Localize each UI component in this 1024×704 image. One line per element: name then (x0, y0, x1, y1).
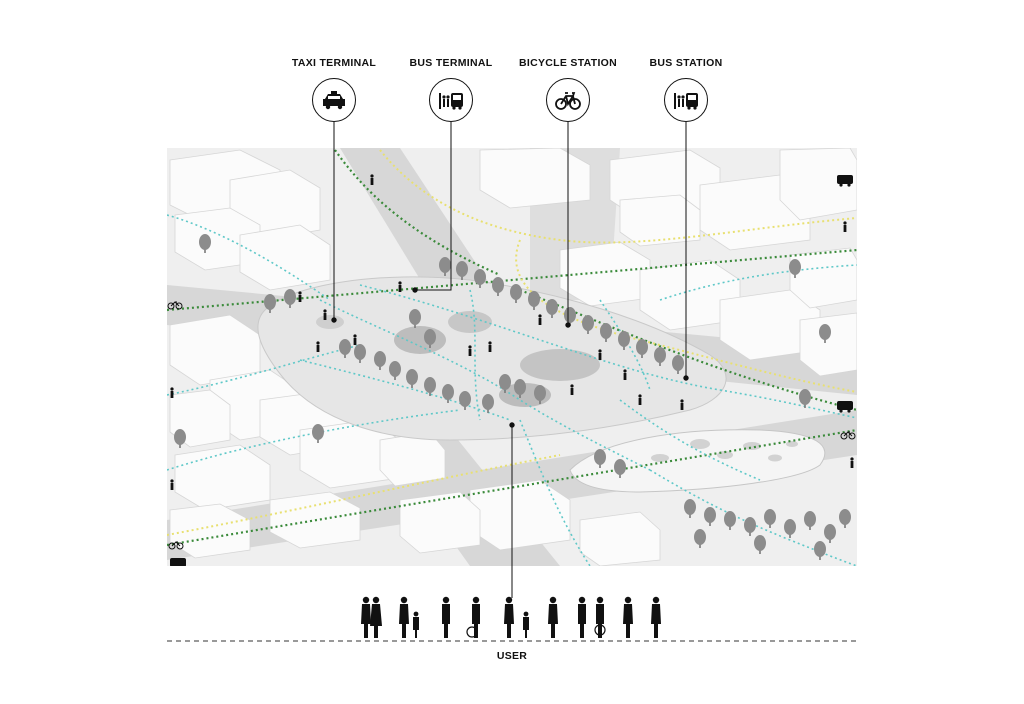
label-bus-terminal: BUS TERMINAL (409, 57, 493, 69)
edge-bicycle-icon-right (840, 431, 856, 440)
plaza-opening-3 (520, 349, 600, 381)
leader-bus-terminal (415, 122, 452, 291)
buildings-left (169, 149, 446, 559)
green-route (167, 149, 857, 547)
central-plaza (257, 276, 727, 441)
plaza-opening-5 (316, 315, 344, 329)
buildings-right (399, 148, 857, 566)
edge-bus-icon-right (837, 401, 853, 413)
edge-bus-icon-bottom-left (170, 558, 186, 566)
terminal-building (569, 429, 826, 493)
taxi-icon (312, 78, 356, 122)
edge-bus-icon-top-right (837, 175, 853, 187)
bicycle-icon (546, 78, 590, 122)
plaza-opening-2 (448, 311, 492, 333)
leader-lines (331, 122, 689, 598)
edge-bicycle-icon-left (167, 301, 183, 310)
bus-station-icon (664, 78, 708, 122)
plaza-opening-1 (394, 326, 446, 354)
label-user: USER (496, 650, 528, 662)
bus-terminal-icon (429, 78, 473, 122)
label-bicycle-station: BICYCLE STATION (518, 57, 618, 69)
terminal-skylights (651, 439, 798, 462)
label-bus-station: BUS STATION (649, 57, 723, 69)
edge-bicycle-icon-bottom (168, 541, 184, 550)
user-silhouettes (361, 596, 661, 638)
label-taxi-terminal: TAXI TERMINAL (291, 57, 377, 69)
map-area (167, 148, 857, 566)
